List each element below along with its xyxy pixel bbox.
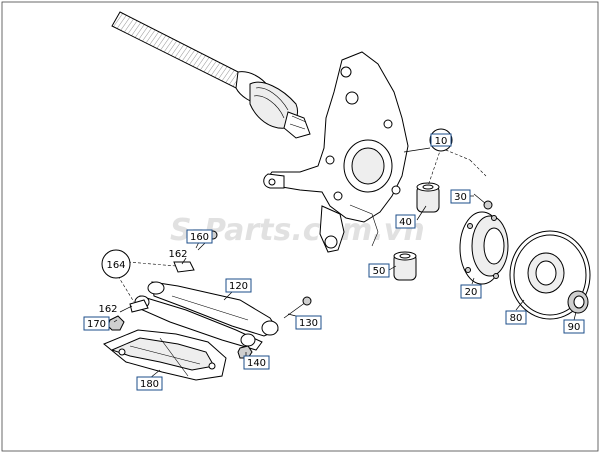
callout-162-lower[interactable]: 162 <box>98 304 117 315</box>
callout-20-text: 20 <box>465 287 478 298</box>
callout-90[interactable]: 90 <box>563 319 585 334</box>
callout-170[interactable]: 170 <box>83 316 110 331</box>
wheel-carrier-knuckle <box>263 51 409 253</box>
callout-40[interactable]: 40 <box>395 214 416 229</box>
callout-130[interactable]: 130 <box>295 315 322 330</box>
nut-170 <box>107 315 125 331</box>
callout-140[interactable]: 140 <box>243 355 270 370</box>
bolt-130 <box>283 296 312 319</box>
callout-170-text: 170 <box>87 319 106 330</box>
callout-130-text: 130 <box>299 318 318 329</box>
callout-164-text: 164 <box>106 260 125 271</box>
wheel-hub-20 <box>459 211 509 285</box>
callout-30[interactable]: 30 <box>450 189 471 204</box>
bolt-30 <box>473 193 493 210</box>
callout-180-text: 180 <box>140 379 159 390</box>
callout-162-upper[interactable]: 162 <box>168 249 187 260</box>
callout-162-lower-text: 162 <box>98 304 117 315</box>
callout-20[interactable]: 20 <box>460 284 482 299</box>
brake-disc-80 <box>509 230 591 320</box>
bushing-50 <box>393 251 417 281</box>
bushing-40 <box>416 182 440 213</box>
callout-180[interactable]: 180 <box>136 376 163 391</box>
callout-50-text: 50 <box>373 266 386 277</box>
washer-162-upper <box>173 261 195 273</box>
callout-160-text: 160 <box>190 232 209 243</box>
callout-120[interactable]: 120 <box>225 278 252 293</box>
drive-shaft <box>111 11 311 139</box>
callout-10[interactable]: 10 <box>429 128 453 152</box>
callout-80-text: 80 <box>510 313 523 324</box>
hub-cap-90 <box>567 290 589 314</box>
callout-50[interactable]: 50 <box>368 263 390 278</box>
callout-140-text: 140 <box>247 358 266 369</box>
cover-180 <box>103 329 227 381</box>
callout-30-text: 30 <box>454 192 467 203</box>
washer-162-lower <box>129 299 149 313</box>
callout-10-text: 10 <box>435 136 448 147</box>
callout-40-text: 40 <box>399 217 412 228</box>
callout-120-text: 120 <box>229 281 248 292</box>
callout-160[interactable]: 160 <box>186 229 213 244</box>
callout-162-upper-text: 162 <box>168 249 187 260</box>
callout-80[interactable]: 80 <box>505 310 527 325</box>
callout-90-text: 90 <box>568 322 581 333</box>
callout-164[interactable]: 164 <box>101 249 131 279</box>
